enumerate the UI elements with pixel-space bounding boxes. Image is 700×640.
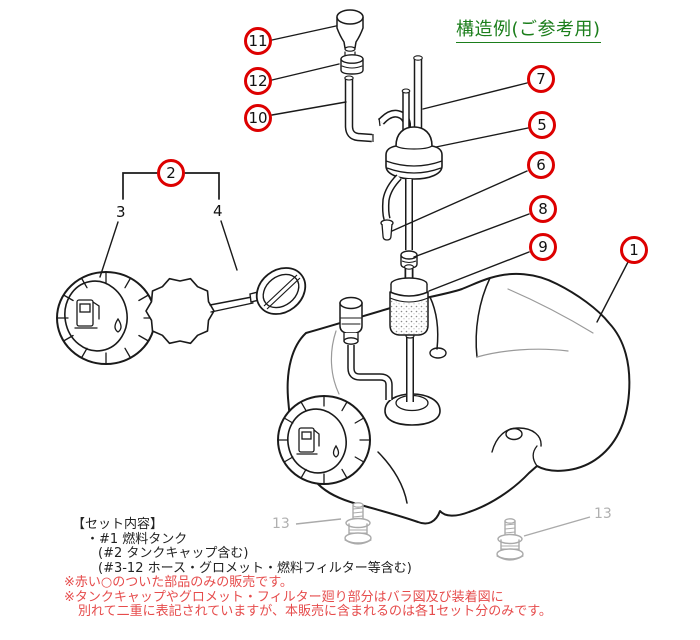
bracket-2: [122, 172, 220, 200]
callout-9[interactable]: 9: [529, 233, 557, 261]
tank-cap-installed: [277, 395, 371, 485]
set-contents-line: ・#1 燃料タンク: [86, 531, 188, 547]
droplet-icon: [332, 444, 340, 458]
callout-2[interactable]: 2: [157, 159, 185, 187]
fuel-cap-part-3: [56, 271, 156, 365]
set-contents-heading: 【セット内容】: [72, 517, 164, 532]
set-contents-line: (#3-12 ホース・グロメット・燃料フィルター等含む): [98, 560, 412, 576]
fuel-filter-part-9: [389, 264, 429, 336]
warning-line: ※タンクキャップやグロメット・フィルター廻り部分はバラ図及び装着図に: [64, 589, 504, 605]
bushing-part-8: [400, 250, 418, 269]
primer-weight-part-11: [336, 9, 364, 57]
callout-6[interactable]: 6: [527, 151, 555, 179]
leader-lines: [99, 25, 629, 323]
tank-grommet-boss: [384, 393, 441, 426]
warning-line: ※赤い○のついた部品のみの販売です。: [64, 575, 293, 590]
fuel-tank-drawing: [286, 273, 631, 525]
callout-5[interactable]: 5: [528, 111, 556, 139]
callout-12[interactable]: 12: [244, 67, 272, 95]
part-label-4: 4: [213, 202, 223, 220]
hose-part-10: [344, 75, 374, 143]
callout-7[interactable]: 7: [527, 65, 555, 93]
fuel-pump-icon: [296, 427, 320, 455]
part-label-13-left: 13: [272, 516, 290, 532]
part-label-13-right: 13: [594, 506, 612, 522]
mount-foot-left: [344, 502, 372, 545]
warning-line: 別れて二重に表記されていますが、本販売に含まれるのは各1セット分のみです。: [78, 604, 552, 619]
set-contents-line: (#2 タンクキャップ含む): [98, 546, 249, 561]
cap-retainer-strap: [209, 291, 260, 313]
part-label-3: 3: [116, 203, 126, 221]
droplet-icon: [114, 317, 122, 333]
vent-hose-part-6: [380, 174, 402, 241]
grommet-part-12: [340, 54, 364, 75]
gray-leader-lines: [295, 516, 591, 537]
mount-foot-right: [496, 518, 524, 561]
tank-pickup-piece: [339, 296, 363, 345]
grommet-part-5: [385, 126, 443, 180]
tank-tubes: [347, 333, 415, 402]
notes-block: 【セット内容】 ・#1 燃料タンク (#2 タンクキャップ含む) (#3-12 …: [64, 517, 684, 620]
callout-10[interactable]: 10: [244, 104, 272, 132]
callout-8[interactable]: 8: [529, 195, 557, 223]
callout-11[interactable]: 11: [244, 27, 272, 55]
diagram-title: 構造例(ご参考用): [456, 15, 601, 43]
callout-1[interactable]: 1: [620, 236, 648, 264]
cap-retainer-ring: [255, 267, 307, 315]
cap-gasket-part-4: [145, 277, 215, 345]
fuel-pump-icon: [74, 299, 100, 329]
